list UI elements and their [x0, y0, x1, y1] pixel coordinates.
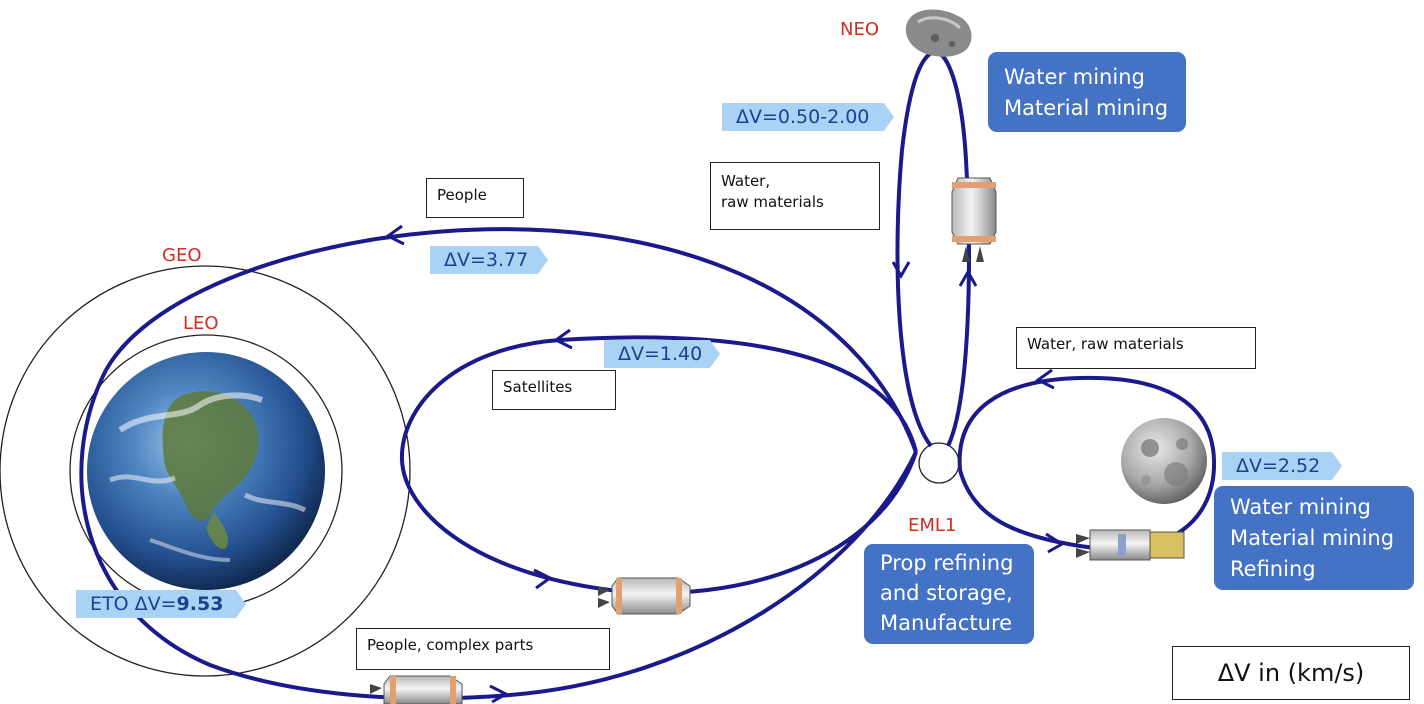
spacecraft-icon: [951, 177, 997, 262]
delta-v-geo: ΔV=3.77: [430, 246, 548, 274]
eto-prefix: ETO ΔV=: [90, 593, 177, 615]
earth-departure-path: [79, 369, 918, 701]
neo-label: NEO: [840, 19, 880, 40]
geo-orbit-circle: [0, 265, 411, 677]
cargo-label-satellites: Satellites: [492, 370, 616, 410]
arrow-satellite-return: [533, 568, 553, 590]
satellite-loop-orbit: [399, 335, 918, 595]
geo-label: GEO: [162, 245, 202, 266]
activity-moon: Water mining Material mining Refining: [1214, 486, 1414, 590]
arrow-departure: [489, 684, 510, 704]
eml1-label: EML1: [908, 515, 957, 536]
eml1-point: [918, 442, 960, 484]
geo-transfer-orbit: [104, 227, 918, 453]
moon-loop-orbit: [957, 375, 1217, 551]
cargo-label-water-raw-moon: Water, raw materials: [1016, 327, 1256, 369]
delta-v-leo-orbit: ΔV=1.40: [604, 340, 720, 368]
asteroid-icon: [905, 9, 972, 57]
arrow-geo: [385, 224, 405, 246]
delta-v-neo: ΔV=0.50-2.00: [722, 103, 894, 131]
earth-icon: [87, 352, 325, 590]
leo-label: LEO: [183, 313, 219, 334]
arrow-moon: [1035, 368, 1055, 390]
spacecraft-icon: [1076, 529, 1185, 561]
units-legend: ΔV in (km/s): [1172, 646, 1410, 700]
eto-value: 9.53: [176, 593, 224, 615]
moon-icon: [1121, 418, 1207, 504]
arrow-neo-up: [958, 268, 978, 287]
arrow-moon-return: [1045, 532, 1065, 554]
activity-neo: Water mining Material mining: [988, 52, 1186, 132]
cargo-label-people-parts: People, complex parts: [356, 628, 610, 670]
spacecraft-icon: [598, 577, 691, 615]
arrow-neo-down: [891, 261, 911, 280]
cargo-label-water-raw-neo: Water, raw materials: [710, 162, 880, 230]
cargo-label-people: People: [426, 178, 524, 218]
activity-eml1: Prop refining and storage, Manufacture: [864, 544, 1034, 644]
spacecraft-icon: [370, 675, 463, 704]
arrow-satellite: [553, 328, 573, 350]
delta-v-moon: ΔV=2.52: [1222, 452, 1342, 480]
delta-v-eto: ETO ΔV=9.53: [76, 590, 246, 618]
neo-loop-orbit: [895, 50, 971, 448]
